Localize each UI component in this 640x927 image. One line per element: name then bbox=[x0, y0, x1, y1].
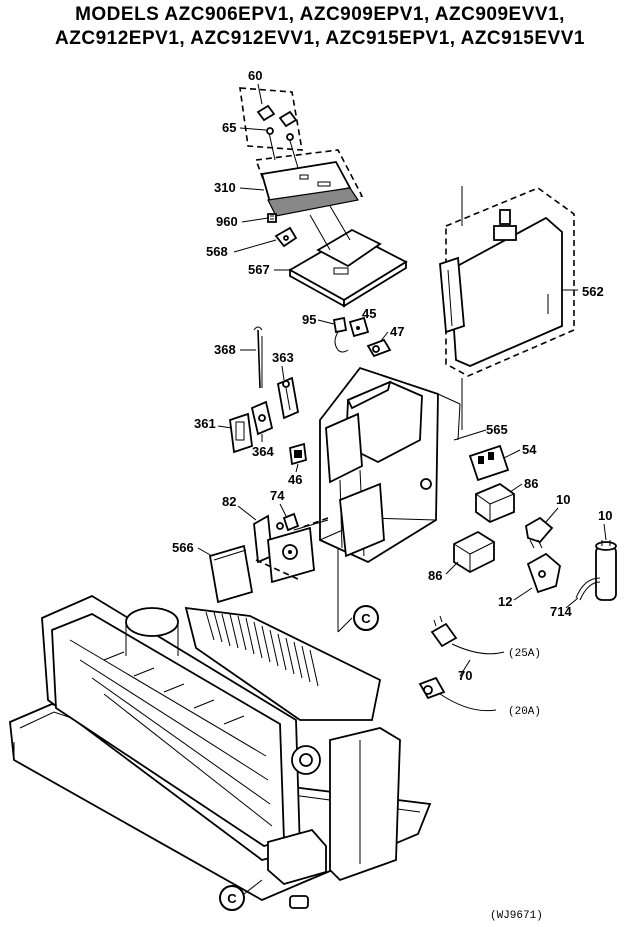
label-46: 46 bbox=[288, 472, 302, 487]
part-46 bbox=[289, 442, 307, 466]
models-title-line-1: MODELS AZC906EPV1, AZC909EPV1, AZC909EVV… bbox=[75, 4, 565, 25]
label-565: 565 bbox=[486, 422, 508, 437]
label-74: 74 bbox=[270, 488, 285, 503]
label-310: 310 bbox=[214, 180, 236, 195]
clip-960 bbox=[267, 213, 277, 223]
label-70: 70 bbox=[458, 668, 472, 683]
mounting-plate-567 bbox=[288, 205, 408, 308]
label-361: 361 bbox=[194, 416, 216, 431]
capacitor-10-small bbox=[525, 516, 554, 549]
drawing-id: (WJ9671) bbox=[490, 910, 543, 922]
label-47: 47 bbox=[390, 324, 404, 339]
label-82: 82 bbox=[222, 494, 236, 509]
relay-86-upper bbox=[475, 482, 515, 524]
connector-c-top: C bbox=[353, 605, 379, 631]
power-cord-70 bbox=[418, 615, 505, 712]
base-unit bbox=[9, 594, 432, 909]
label-363: 363 bbox=[272, 350, 294, 365]
label-86-lower: 86 bbox=[428, 568, 442, 583]
strap-714 bbox=[575, 577, 601, 601]
label-568: 568 bbox=[206, 244, 228, 259]
label-960: 960 bbox=[216, 214, 238, 229]
label-60: 60 bbox=[248, 68, 262, 83]
label-45: 45 bbox=[362, 306, 376, 321]
label-368: 368 bbox=[214, 342, 236, 357]
label-86-upper: 86 bbox=[524, 476, 538, 491]
label-714: 714 bbox=[550, 604, 572, 619]
control-panel-310 bbox=[254, 149, 364, 217]
thermostat-363 bbox=[276, 376, 300, 420]
label-54: 54 bbox=[522, 442, 537, 457]
label-10-small: 10 bbox=[556, 492, 570, 507]
switch-47 bbox=[366, 338, 392, 358]
label-567: 567 bbox=[248, 262, 270, 277]
bracket-568 bbox=[274, 226, 298, 248]
capacitor-10-run bbox=[595, 540, 617, 601]
bracket-364 bbox=[250, 400, 274, 436]
bracket-361 bbox=[229, 412, 253, 454]
connector-c-bottom-letter: C bbox=[227, 891, 237, 906]
cover-562 bbox=[439, 186, 578, 430]
models-title-line-2: AZC912EPV1, AZC912EVV1, AZC915EPV1, AZC9… bbox=[55, 28, 585, 49]
relay-86-lower bbox=[453, 530, 495, 574]
label-10-run: 10 bbox=[598, 508, 612, 523]
chassis-565 bbox=[299, 366, 487, 564]
control-knobs-group bbox=[239, 87, 303, 169]
connector-c-top-letter: C bbox=[361, 611, 371, 626]
label-65: 65 bbox=[222, 120, 236, 135]
label-364: 364 bbox=[252, 444, 274, 459]
label-25a-cord: (25A) bbox=[508, 648, 541, 660]
label-95: 95 bbox=[302, 312, 316, 327]
label-566: 566 bbox=[172, 540, 194, 555]
sensor-bulb-368 bbox=[253, 326, 263, 389]
overload-12 bbox=[526, 552, 561, 594]
label-20a-cord: (20A) bbox=[508, 706, 541, 718]
connector-c-bottom: C bbox=[219, 879, 263, 911]
label-12: 12 bbox=[498, 594, 512, 609]
switch-95 bbox=[332, 316, 349, 353]
panel-566 bbox=[208, 544, 254, 604]
bracket-82 bbox=[253, 514, 315, 584]
fitting-74 bbox=[276, 512, 300, 532]
label-562: 562 bbox=[582, 284, 604, 299]
terminal-board-54 bbox=[468, 444, 510, 482]
switch-45 bbox=[348, 316, 370, 338]
callout-labels: 60 65 310 960 568 567 95 45 47 368 363 3… bbox=[172, 68, 612, 922]
